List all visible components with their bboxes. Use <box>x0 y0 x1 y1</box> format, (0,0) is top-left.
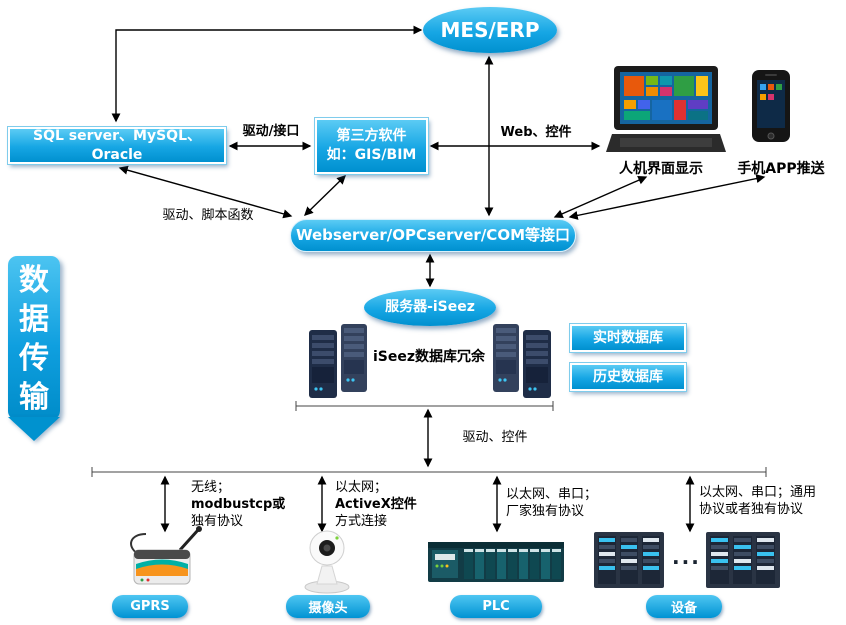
banner-arrow-point <box>8 417 60 441</box>
realtime-database-node: 实时数据库 <box>570 324 686 352</box>
third-party-line1: 第三方软件 <box>336 128 407 145</box>
camera-link-label: 以太网； ActiveX控件 方式连接 <box>335 479 435 530</box>
plc-rack-illustration <box>428 542 564 582</box>
phone-illustration <box>752 70 790 142</box>
iseez-server-node: 服务器-iSeez <box>364 289 496 326</box>
db-redundancy-label: iSeez数据库冗余 <box>372 349 486 365</box>
plc-label-pill: PLC <box>450 595 542 618</box>
ip-camera-illustration <box>304 530 350 594</box>
arrow-mes-to-sql <box>111 25 423 123</box>
edge-label-drive-interface: 驱动/接口 <box>242 124 300 139</box>
sql-database-node: SQL server、MySQL、Oracle <box>8 127 226 164</box>
banner-label: 数据传输 <box>19 263 49 415</box>
tablet-illustration <box>606 66 726 152</box>
mes-erp-node: MES/ERP <box>423 7 557 53</box>
gprs-link-line2: modbustcp或 <box>191 497 286 512</box>
camera-link-line3: 方式连接 <box>335 514 388 529</box>
arrow-sql-webserver <box>118 165 293 219</box>
gprs-link-label: 无线； modbustcp或 独有协议 <box>191 479 287 530</box>
edge-label-web-controls: Web、控件 <box>500 125 572 140</box>
device-link-line2: 协议或者独有协议 <box>699 502 804 517</box>
third-party-line2: 如：GIS/BIM <box>326 147 417 163</box>
third-party-software-node: 第三方软件 如：GIS/BIM <box>315 118 428 174</box>
camera-link-line2: ActiveX控件 <box>335 497 417 512</box>
server-stack-left <box>309 324 367 398</box>
gprs-link-line1: 无线； <box>191 480 231 495</box>
webserver-interface-node: Webserver/OPCserver/COM等接口 <box>290 219 576 252</box>
phone-app-label: 手机APP推送 <box>737 161 825 177</box>
device-ellipsis: ... <box>672 545 701 569</box>
camera-label-pill: 摄像头 <box>286 595 370 618</box>
history-database-node: 历史数据库 <box>570 363 686 391</box>
plc-link-line2: 厂家独有协议 <box>506 504 585 519</box>
server-stack-right <box>493 324 551 398</box>
edge-label-drive-controls: 驱动、控件 <box>462 430 528 445</box>
arrow-thirdparty-webserver <box>304 175 346 216</box>
camera-link-line1: 以太网； <box>335 480 388 495</box>
device-link-label: 以太网、串口；通用 协议或者独有协议 <box>699 484 841 518</box>
gprs-modem-illustration <box>130 526 202 585</box>
device-label-pill: 设备 <box>646 595 722 618</box>
banner-ribbon: 数据传输 <box>8 256 60 420</box>
equipment-rack-right-illustration <box>706 532 780 588</box>
hmi-display-label: 人机界面显示 <box>619 161 703 177</box>
gprs-link-line3: 独有协议 <box>191 514 244 529</box>
data-transmission-banner: 数据传输 <box>8 256 60 441</box>
equipment-rack-left-illustration <box>594 532 664 588</box>
gprs-label-pill: GPRS <box>112 595 188 618</box>
edge-label-drive-script: 驱动、脚本函数 <box>162 208 254 223</box>
device-link-line1: 以太网、串口；通用 <box>699 485 817 500</box>
arrow-phone-webserver <box>568 174 766 220</box>
plc-link-line1: 以太网、串口； <box>506 487 598 502</box>
plc-link-label: 以太网、串口； 厂家独有协议 <box>506 486 626 520</box>
